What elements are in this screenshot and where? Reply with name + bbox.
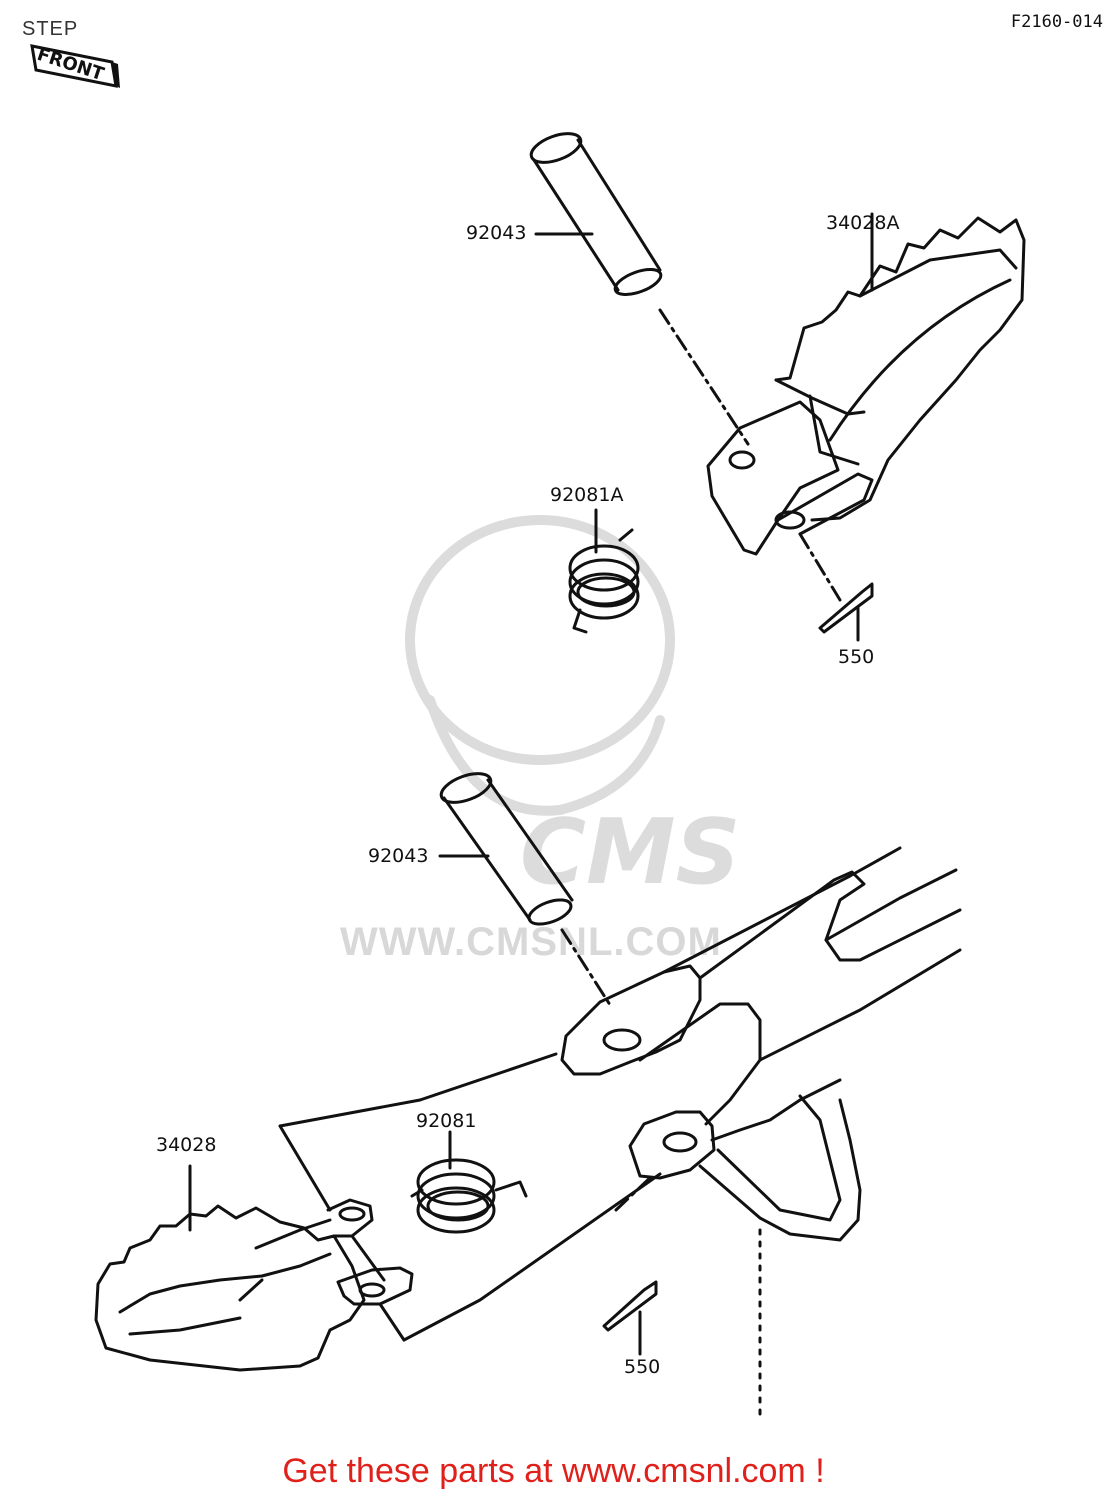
- footpeg-right-icon: [706, 216, 1026, 556]
- page-title: STEP: [22, 18, 79, 40]
- label-cotter-upper: 550: [838, 646, 875, 668]
- label-cotter-lower: 550: [624, 1356, 661, 1378]
- watermark-url: WWW.CMSNL.COM: [340, 920, 722, 964]
- spring-lower-icon: [410, 1158, 528, 1234]
- buy-parts-link[interactable]: Get these parts at www.cmsnl.com !: [282, 1452, 825, 1490]
- pin-lower-icon: [439, 772, 574, 926]
- reference-code: F2160-014: [1010, 12, 1103, 32]
- front-arrow-icon: [30, 44, 120, 88]
- label-footpeg-right: 34028A: [826, 212, 900, 234]
- pin-upper-icon: [529, 132, 663, 296]
- frame-bracket-icon: [560, 846, 962, 1422]
- label-spring-lower: 92081: [416, 1110, 477, 1132]
- label-pin-lower: 92043: [368, 845, 429, 867]
- spring-upper-icon: [568, 528, 640, 634]
- watermark-logo: CMS: [520, 800, 741, 905]
- label-pin-upper: 92043: [466, 222, 527, 244]
- cotter-pin-lower-icon: [602, 1280, 658, 1332]
- label-spring-upper: 92081A: [550, 484, 624, 506]
- footpeg-left-icon: [94, 1198, 414, 1372]
- watermark-mascot-icon: [405, 515, 675, 816]
- label-footpeg-left: 34028: [156, 1134, 217, 1156]
- cotter-pin-upper-icon: [818, 582, 874, 634]
